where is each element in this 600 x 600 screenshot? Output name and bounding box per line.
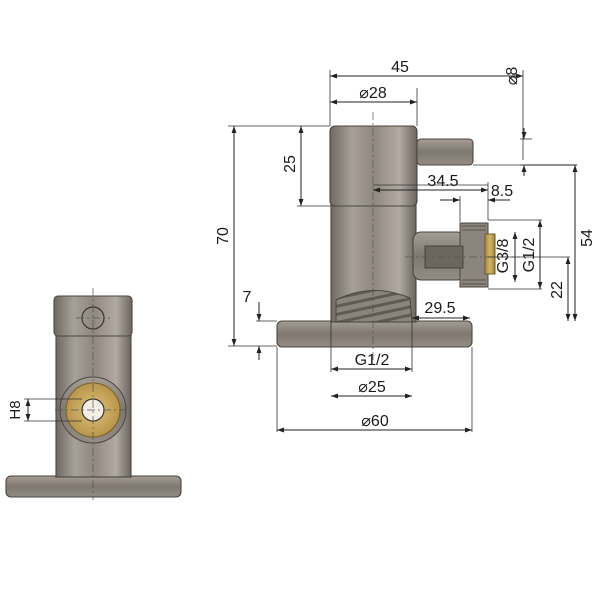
- dim-25: 25: [282, 155, 299, 173]
- front-dimension-lines: [231, 73, 578, 433]
- front-outlet-thread: [459, 222, 489, 288]
- side-view: H8: [5, 288, 182, 500]
- front-handle-pin: [416, 138, 474, 166]
- dim-d8: ⌀8: [504, 67, 521, 86]
- dim-22: 22: [549, 281, 566, 299]
- front-outlet-teeth: [462, 225, 486, 285]
- dim-29-5: 29.5: [424, 300, 455, 317]
- dim-d60: ⌀60: [361, 413, 389, 430]
- front-view: 45 ⌀28 ⌀8 25 70 34.5 8.5 G3/8 G1/2 54 22…: [215, 59, 596, 433]
- dim-d28: ⌀28: [359, 85, 387, 102]
- dim-34-5: 34.5: [427, 173, 458, 190]
- dim-70: 70: [215, 227, 232, 245]
- dim-7: 7: [243, 289, 252, 306]
- dim-8-5: 8.5: [491, 183, 513, 200]
- front-inlet-thread: [335, 289, 413, 323]
- front-outlet-brass: [484, 233, 496, 275]
- side-extension-lines: [24, 398, 82, 422]
- dim-d25: ⌀25: [358, 379, 386, 396]
- dim-g1-2-inlet: G1/2: [355, 352, 390, 369]
- dim-45: 45: [391, 59, 409, 76]
- dim-g1-2-outlet: G1/2: [521, 238, 538, 273]
- front-flange: [276, 320, 473, 348]
- dim-54: 54: [579, 229, 596, 247]
- dim-g3-8: G3/8: [495, 239, 512, 274]
- dim-h8: H8: [7, 400, 24, 419]
- side-flange: [5, 475, 182, 498]
- front-body-upper: [329, 125, 418, 207]
